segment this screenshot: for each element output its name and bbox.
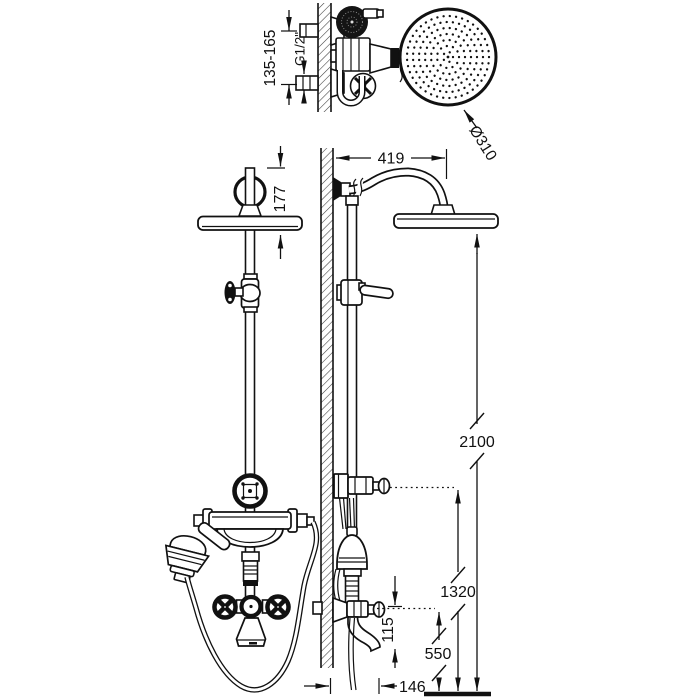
handshower-side — [336, 526, 368, 604]
dimension-arm-projection: 419 — [336, 149, 448, 179]
spout-projection-label: 146 — [399, 679, 426, 696]
thermostat-handle-detail — [336, 6, 368, 38]
dimension-spout-projection: 146 — [304, 678, 426, 696]
handshower-cradle — [193, 508, 315, 548]
dimension-spout-drop: 115 — [380, 576, 402, 668]
arm-projection-label: 419 — [378, 151, 405, 168]
diverter-valve-front — [224, 273, 261, 313]
supply-stub-bottom — [295, 75, 319, 91]
arm-wall-flange — [333, 177, 341, 201]
overhead-shower-top-view — [398, 7, 498, 107]
bath-mixer-side — [312, 596, 386, 653]
shower-head-side — [393, 213, 499, 229]
side-view — [312, 148, 499, 691]
dimension-head-drop: 177 — [267, 146, 289, 259]
break-mark — [352, 178, 357, 198]
break-mark — [359, 177, 364, 197]
wall-connection-detail-view — [295, 3, 411, 112]
dimension-total-height: 2100 — [459, 234, 495, 691]
dimension-mixer-height: 550 — [377, 607, 452, 691]
wall-hatch-detail — [318, 3, 331, 112]
hose-down-side — [348, 617, 353, 691]
dimension-thread-size: G1/2" — [293, 32, 308, 104]
dimension-connection-spacing: 135-165 — [262, 10, 297, 105]
valve-body-detail — [335, 37, 371, 72]
shower-head-front — [197, 215, 303, 231]
head-diameter-label: Ø310 — [465, 123, 500, 164]
mixer-handle-left — [212, 594, 238, 620]
outlet-cone-detail — [369, 42, 392, 75]
slider-bracket-side — [333, 473, 391, 499]
mixer-front — [212, 594, 291, 647]
front-view — [164, 167, 320, 693]
spout-front — [235, 617, 267, 647]
diverter-lever — [359, 284, 394, 300]
mixer-handle-right — [265, 594, 291, 620]
total-height-label: 2100 — [459, 434, 495, 451]
supply-stub-top — [299, 23, 319, 38]
mixer-height-label: 550 — [425, 646, 452, 663]
thread-size-label: G1/2" — [293, 32, 308, 66]
head-drop-label: 177 — [272, 186, 289, 213]
spout-drop-label: 115 — [380, 617, 397, 643]
hose-side-wall — [333, 568, 337, 602]
wall-hatch-side — [321, 148, 333, 668]
bracket-height-label: 1320 — [440, 584, 476, 601]
diverter-handle-front — [224, 281, 236, 304]
wall-flange-front — [232, 473, 268, 509]
diverter-valve-side — [336, 279, 394, 306]
connection-spacing-label: 135-165 — [262, 30, 279, 87]
dimension-bracket-height: 1320 — [390, 486, 476, 691]
dimension-head-diameter: Ø310 — [463, 109, 500, 164]
tub-spout-side — [347, 616, 381, 653]
